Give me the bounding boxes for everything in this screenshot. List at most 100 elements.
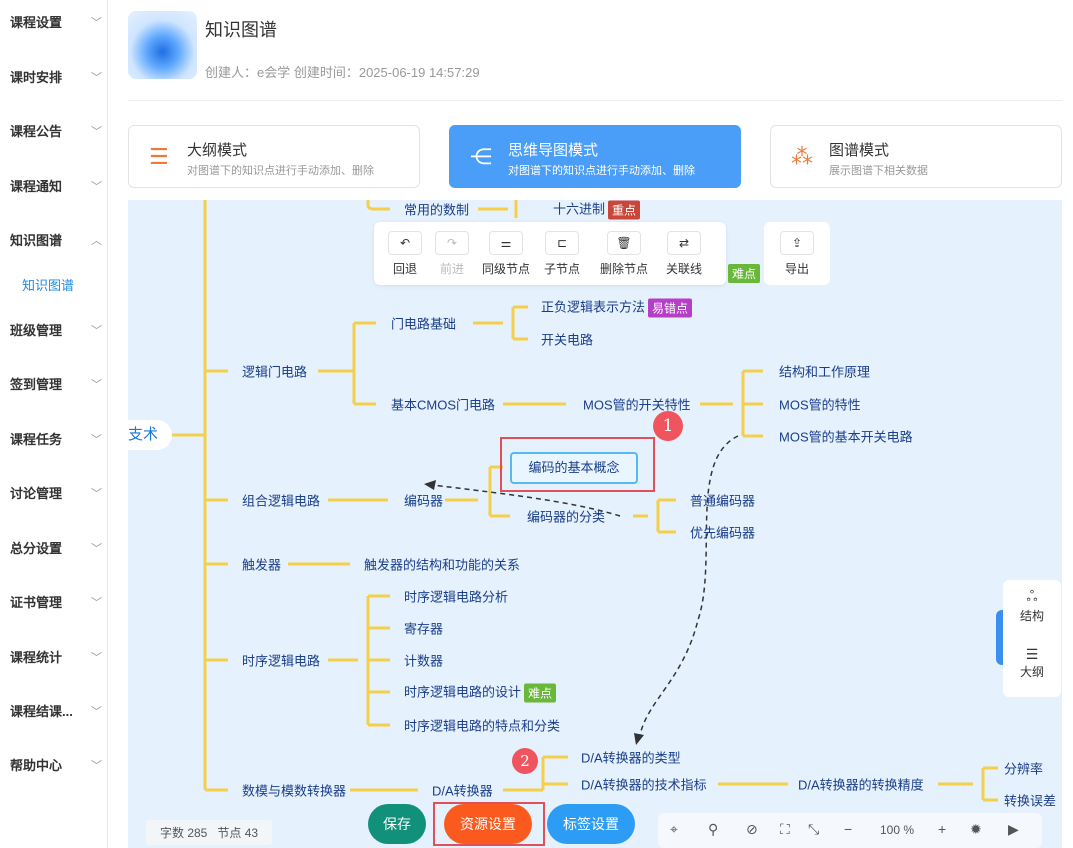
tag-key: 重点 [608,200,641,220]
node[interactable]: 时序逻辑电路 [242,653,321,669]
node[interactable]: MOS管的开关特性 [583,397,691,413]
mode-outline[interactable]: ☰ 大纲模式 对图谱下的知识点进行手动添加、删除 [128,125,420,188]
node[interactable]: 普通编码器 [690,493,756,509]
chevron-down-icon: ﹀ [91,180,102,193]
node[interactable]: 组合逻辑电路 [242,493,321,509]
node[interactable]: 寄存器 [404,621,444,637]
annotation-badge-2: 2 [512,748,538,774]
annotation-box-1 [500,437,655,492]
chevron-down-icon: ﹀ [91,433,102,446]
child-node-button[interactable]: ⊏子节点 [544,231,580,277]
node[interactable]: MOS管的基本开关电路 [779,429,913,445]
node[interactable]: 时序逻辑电路的特点和分类 [404,718,561,734]
chevron-down-icon: ﹀ [91,125,102,138]
node[interactable]: D/A转换器 [432,783,493,799]
resource-settings-button[interactable]: 资源设置 [444,804,532,844]
page-title: 知识图谱 [205,20,277,40]
chevron-down-icon: ﹀ [91,71,102,84]
zoom-level: 100 % [880,823,915,837]
node[interactable]: 逻辑门电路 [242,364,308,380]
compass-icon[interactable]: ⊘ [746,821,758,837]
sidebar-item-checkin[interactable]: 签到管理﹀ [10,374,102,393]
sidebar-item-score[interactable]: 总分设置﹀ [10,538,102,557]
node[interactable]: 触发器的结构和功能的关系 [364,557,521,573]
relation-line-button[interactable]: ⇄关联线 [666,231,702,277]
node[interactable]: 编码器 [404,493,444,509]
search-icon[interactable]: ⚲ [708,821,719,837]
delete-node-button[interactable]: 🗑删除节点 [600,231,648,277]
selected-node[interactable]: 编码的基本概念 [510,452,638,484]
node-label: 时序逻辑电路的设计 [404,684,522,700]
label: 知识图谱 [10,233,63,248]
node[interactable]: 触发器 [242,557,282,573]
sidebar-item-tasks[interactable]: 课程任务﹀ [10,429,102,448]
node[interactable]: 时序逻辑电路的设计难点 [404,681,557,703]
presentation-icon[interactable]: ▶ [1008,821,1019,837]
node[interactable]: D/A转换器的类型 [581,750,681,766]
undo-button[interactable]: ↶回退 [388,231,422,277]
node[interactable]: 门电路基础 [391,316,457,332]
node[interactable]: 基本CMOS门电路 [391,397,496,413]
annotation-box-2 [433,802,545,846]
mode-graph[interactable]: ⁂ 图谱模式 展示图谱下相关数据 [770,125,1062,188]
node[interactable]: 分辨率 [1004,761,1044,777]
sidebar-item-knowledge-graph[interactable]: 知识图谱︿ [10,230,102,249]
sidebar-item-discussion[interactable]: 讨论管理﹀ [10,483,102,502]
label: 大纲 [1019,665,1044,679]
fit-screen-icon[interactable]: ⛶ [780,821,790,837]
label: 子节点 [544,262,581,276]
sidebar-item-course-settings[interactable]: 课程设置﹀ [10,12,102,31]
node[interactable]: 正负逻辑表示方法易错点 [541,296,693,318]
node[interactable]: 结构和工作原理 [779,364,871,380]
sidebar-item-class[interactable]: 班级管理﹀ [10,320,102,339]
label: 证书管理 [10,595,63,610]
node[interactable]: 优先编码器 [690,525,756,541]
sidebar-item-schedule[interactable]: 课时安排﹀ [10,67,102,86]
sidebar-item-completion[interactable]: 课程结课...﹀ [10,701,102,720]
export-button[interactable]: ⇪导出 [780,231,814,277]
sidebar-subitem-knowledge-graph[interactable]: 知识图谱 [22,278,75,293]
panel-toggle[interactable] [996,610,1004,665]
redo-button[interactable]: ↷前进 [435,231,469,277]
label: 关联线 [666,262,703,276]
mode-mindmap[interactable]: ⋲ 思维导图模式 对图谱下的知识点进行手动添加、删除 [449,125,741,188]
locate-icon[interactable]: ⌖ [670,821,678,837]
node[interactable]: 开关电路 [541,332,594,348]
chevron-down-icon: ﹀ [91,651,102,664]
trash-icon: 🗑 [607,231,641,255]
label-settings-button[interactable]: 标签设置 [547,804,635,844]
word-count: 字数 285 [160,826,208,840]
node[interactable]: 转换误差 [1004,793,1057,809]
zoom-out-button[interactable]: − [844,821,853,837]
node[interactable]: D/A转换器的转换精度 [798,777,924,793]
save-button[interactable]: 保存 [368,804,426,844]
fullscreen-icon[interactable]: ⤡ [808,821,820,837]
chevron-down-icon: ﹀ [91,16,102,29]
sidebar-item-statistics[interactable]: 课程统计﹀ [10,647,102,666]
node[interactable]: MOS管的特性 [779,397,861,413]
outline-button[interactable]: ☰大纲 [1003,646,1061,680]
node[interactable]: 数模与模数转换器 [242,783,347,799]
theme-icon[interactable]: ✹ [970,821,982,837]
divider [128,100,1062,101]
node[interactable]: 时序逻辑电路分析 [404,589,509,605]
node[interactable]: 十六进制重点 [553,200,641,220]
sidebar-item-certificate[interactable]: 证书管理﹀ [10,592,102,611]
node[interactable]: D/A转换器的技术指标 [581,777,707,793]
node[interactable]: 常用的数制 [404,202,470,218]
mindmap-canvas[interactable]: 支术 常用的数制 十六进制重点 难点 逻辑门电路 门电路基础 正负逻辑表示方法易… [128,200,1062,848]
label: 课程公告 [10,124,63,139]
sidebar-item-help[interactable]: 帮助中心﹀ [10,755,102,774]
sidebar-item-announcement[interactable]: 课程公告 ﹀ [10,121,102,140]
graph-icon: ⁂ [791,144,813,169]
node[interactable]: 计数器 [404,653,444,669]
root-node[interactable]: 支术 [128,420,172,450]
relation-line[interactable] [432,484,621,517]
tag-hard: 难点 [728,264,761,283]
node[interactable]: 编码器的分类 [527,509,606,525]
zoom-in-button[interactable]: + [938,821,947,837]
sidebar-item-notice[interactable]: 课程通知﹀ [10,176,102,195]
sibling-node-button[interactable]: ⚌同级节点 [482,231,530,277]
relation-line[interactable] [639,435,739,736]
